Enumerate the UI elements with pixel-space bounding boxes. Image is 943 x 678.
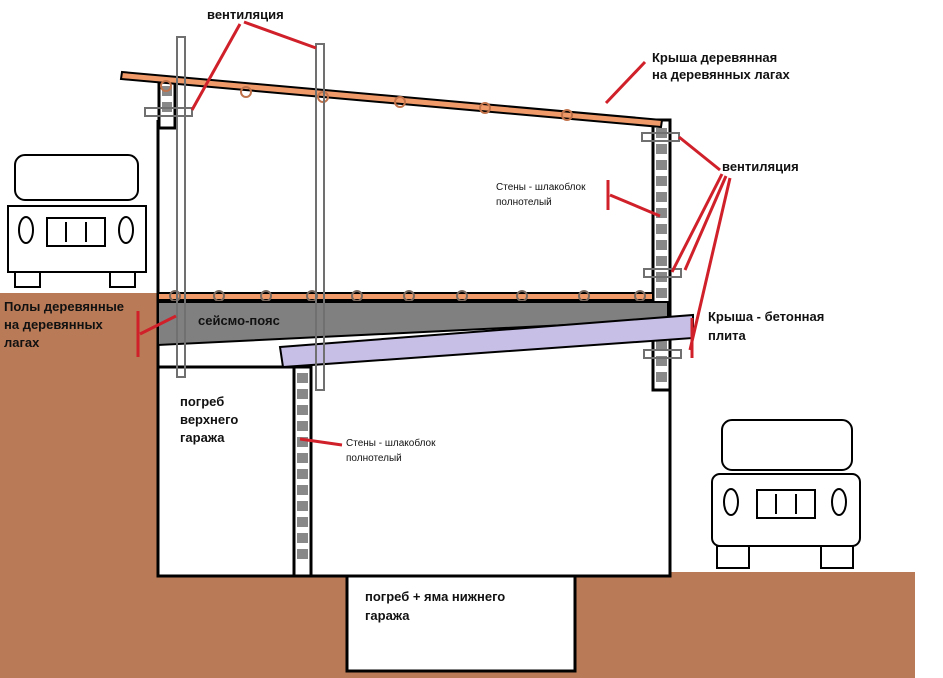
label-cellar-upper-line1: погреб bbox=[180, 394, 224, 409]
pointer-lines bbox=[136, 20, 732, 447]
label-walls-upper-line1: Стены - шлакоблок bbox=[496, 181, 586, 193]
label-roof-concrete-line2: плита bbox=[708, 328, 746, 343]
label-walls-lower-line2: полнотелый bbox=[346, 453, 402, 464]
upper-cellar bbox=[156, 365, 296, 578]
label-seismic-belt: сейсмо-пояс bbox=[198, 313, 280, 328]
label-cellar-upper-line2: верхнего bbox=[180, 412, 238, 427]
ground-right bbox=[670, 572, 915, 678]
vent-pipe-left bbox=[144, 36, 193, 378]
label-ventilation-right: вентиляция bbox=[722, 159, 799, 174]
label-roof-concrete-line1: Крыша - бетонная bbox=[708, 309, 824, 324]
label-pit-lower-line1: погреб + яма нижнего bbox=[365, 589, 505, 604]
lower-pit bbox=[345, 574, 577, 673]
upper-garage-room bbox=[158, 120, 668, 296]
wooden-floor bbox=[157, 290, 654, 302]
label-floors-line1: Полы деревянные bbox=[4, 299, 124, 314]
lower-block-wall bbox=[292, 365, 313, 578]
label-walls-lower-line1: Стены - шлакоблок bbox=[346, 437, 436, 449]
label-ventilation-top: вентиляция bbox=[207, 7, 284, 22]
label-cellar-upper-line3: гаража bbox=[180, 430, 225, 445]
label-floors-line3: лагах bbox=[4, 335, 40, 350]
vent-right-collars bbox=[641, 132, 682, 359]
wooden-roof bbox=[119, 70, 664, 129]
ground-left bbox=[0, 293, 158, 678]
label-floors-line2: на деревянных bbox=[4, 317, 104, 332]
car-front-icon bbox=[711, 419, 861, 569]
label-roof-wood-line2: на деревянных лагах bbox=[652, 67, 791, 82]
vent-pipe-middle bbox=[315, 43, 325, 391]
car-front-icon bbox=[7, 154, 147, 288]
label-roof-wood-line1: Крыша деревянная bbox=[652, 50, 777, 65]
label-walls-upper-line2: полнотелый bbox=[496, 197, 552, 208]
label-pit-lower-line2: гаража bbox=[365, 608, 410, 623]
